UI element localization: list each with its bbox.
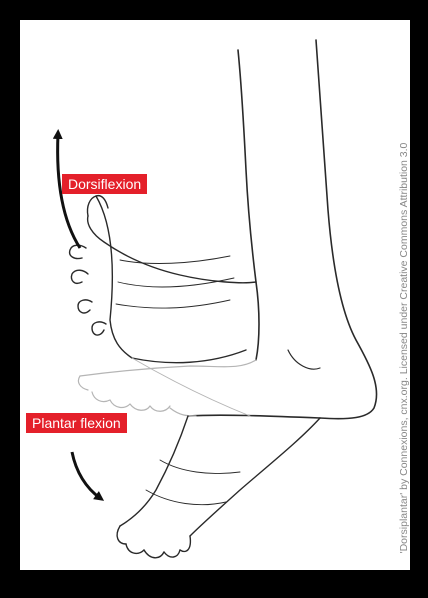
dorsiflexed-foot xyxy=(70,196,256,363)
leg-outline xyxy=(188,40,377,419)
image-frame: Dorsiflexion Plantar flexion 'Dorsiplant… xyxy=(0,0,428,578)
plantar-flexion-arrow xyxy=(72,452,100,498)
dorsiflexion-label: Dorsiflexion xyxy=(62,174,147,194)
illustration-panel: Dorsiflexion Plantar flexion xyxy=(20,20,410,570)
foot-illustration xyxy=(20,20,410,570)
plantar-flexion-label: Plantar flexion xyxy=(26,413,127,433)
neutral-foot xyxy=(78,358,256,416)
image-credit: 'Dorsiplantar' by Connexions, cnx.org. L… xyxy=(397,98,411,598)
plantarflexed-foot xyxy=(117,416,320,558)
